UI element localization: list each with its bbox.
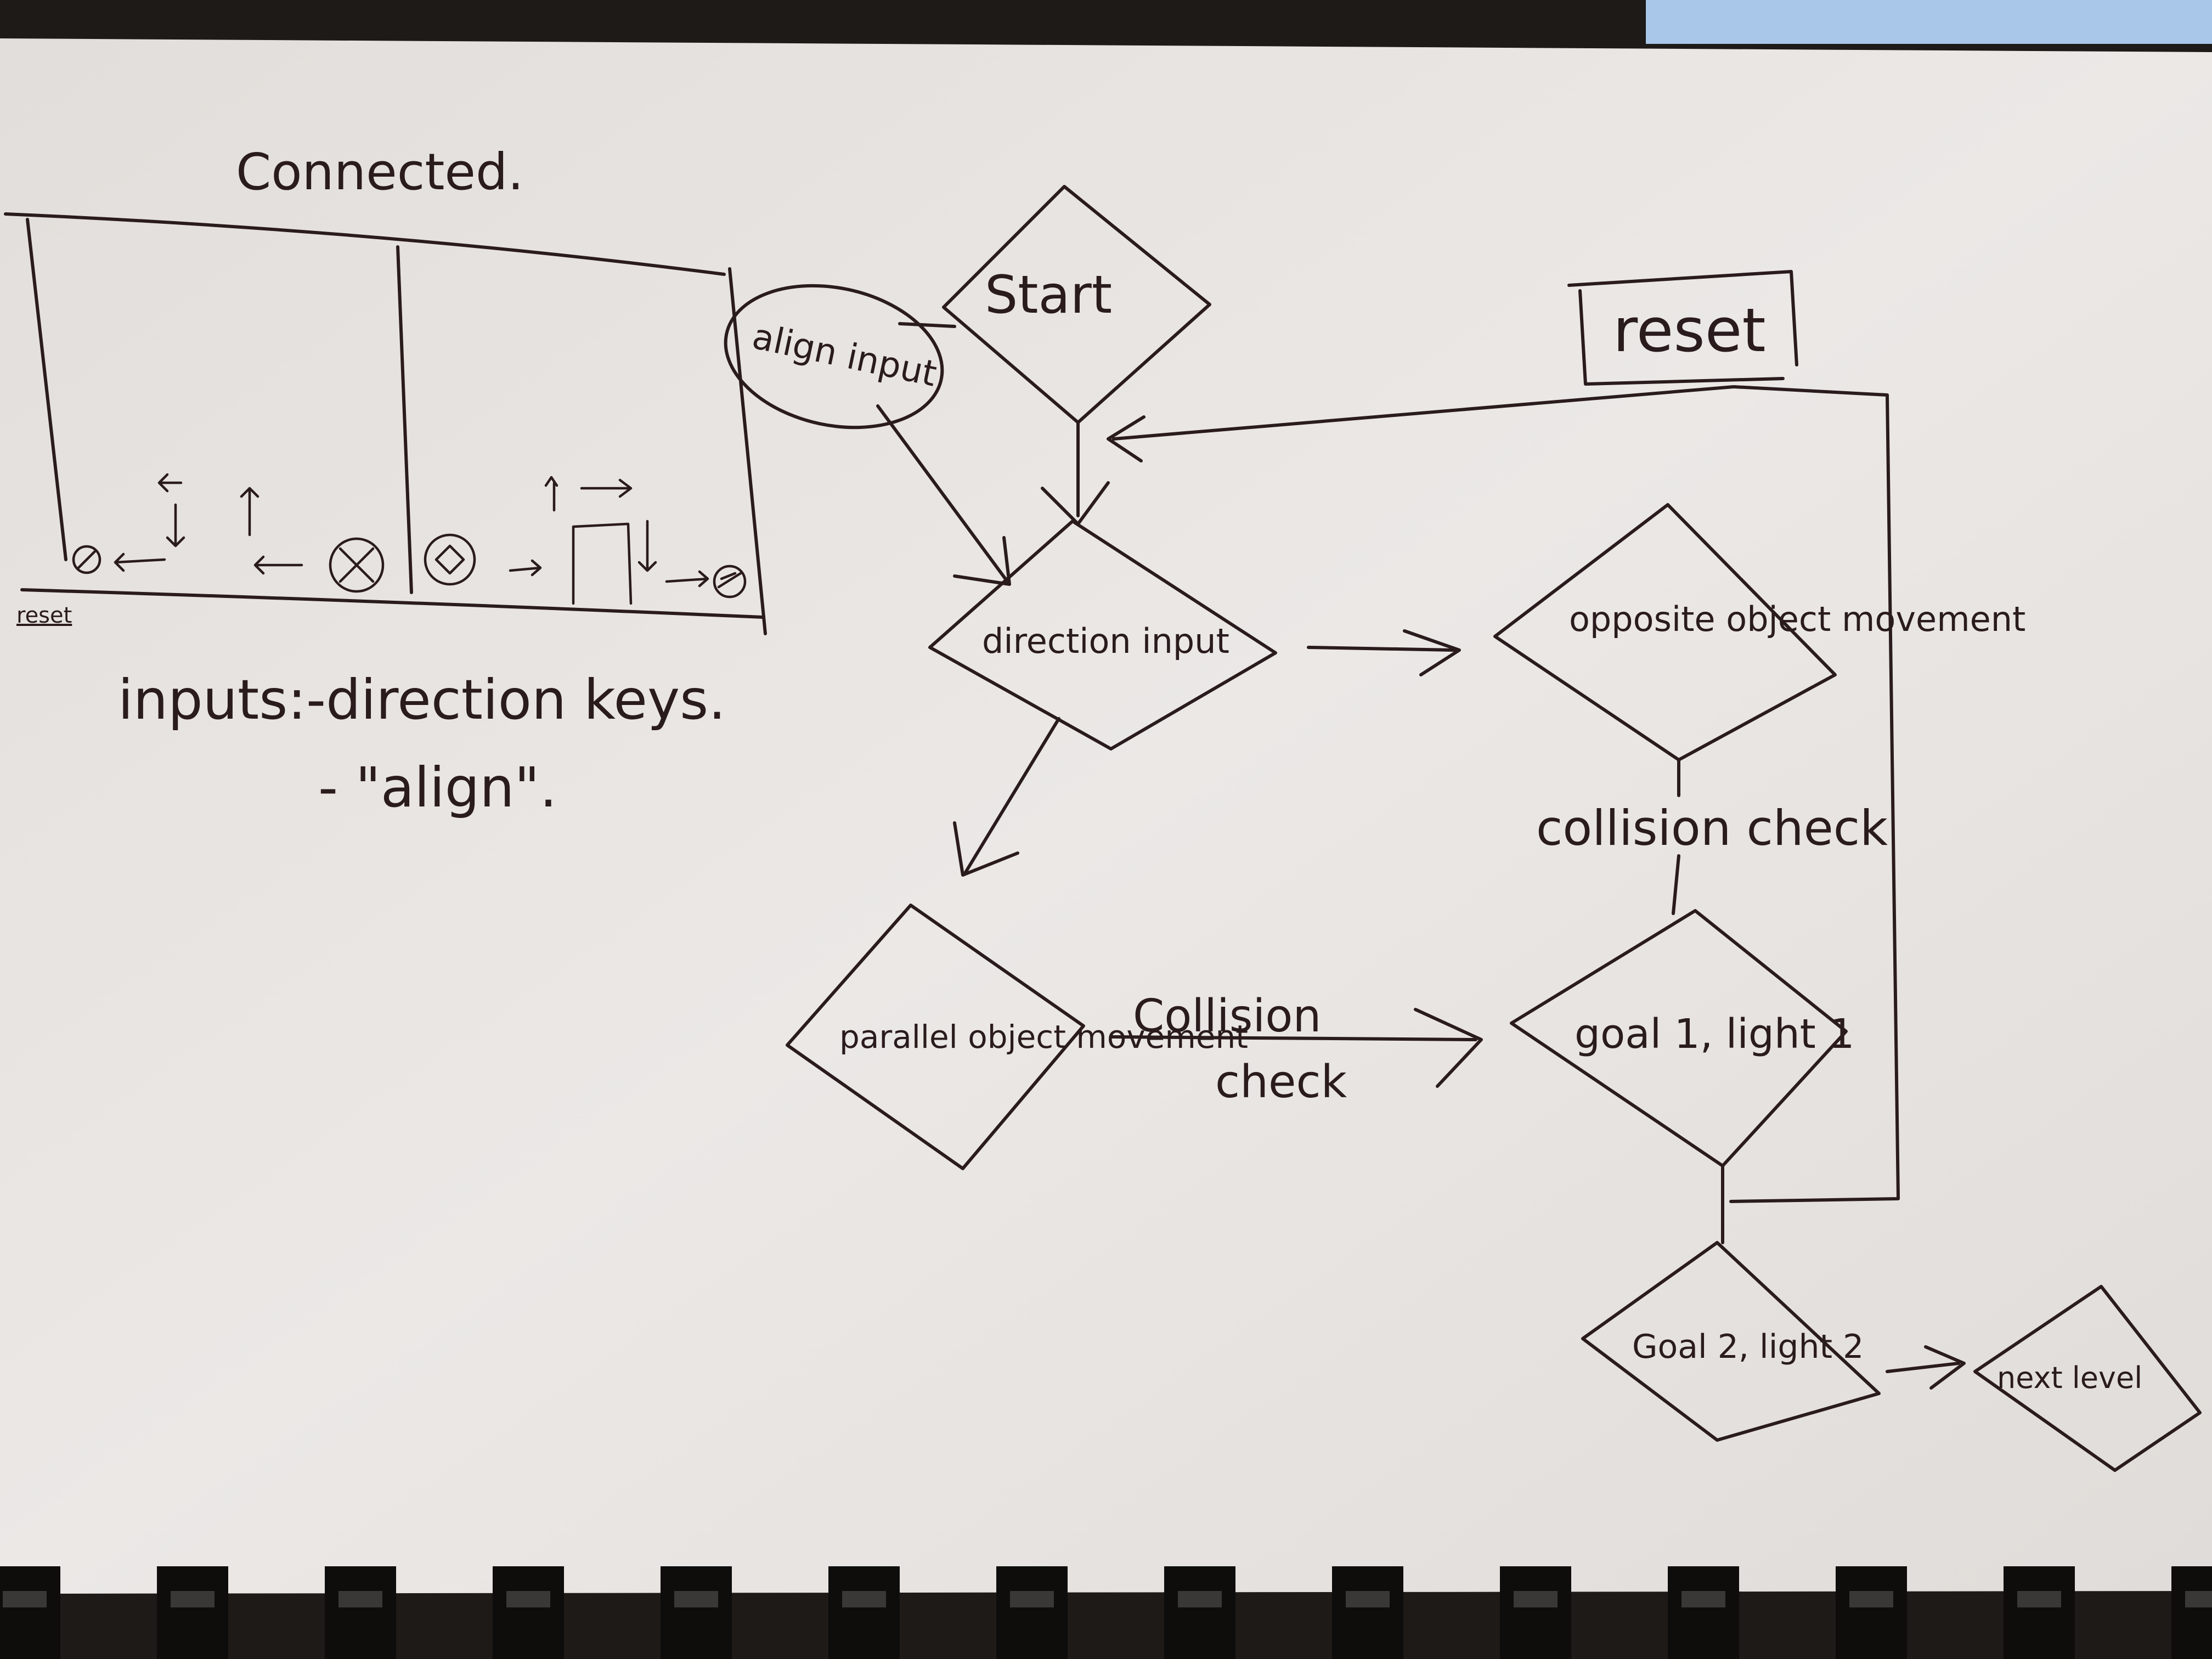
spiral-hole bbox=[1681, 1591, 1725, 1607]
flowchart bbox=[724, 185, 2202, 1472]
edge-align-to-direction bbox=[876, 404, 1011, 586]
spiral-ring bbox=[1164, 1566, 1235, 1659]
spiral-ring bbox=[2171, 1566, 2212, 1659]
spiral-hole bbox=[2185, 1591, 2212, 1607]
parallel-movement-label: parallel object movement bbox=[839, 1018, 1248, 1056]
edge-opposite-to-goal1 bbox=[1672, 758, 1680, 915]
edge-direction-to-parallel bbox=[953, 717, 1060, 877]
spiral-ring bbox=[661, 1566, 732, 1659]
spiral-hole bbox=[674, 1591, 718, 1607]
collision-label-bottom: check bbox=[1215, 1056, 1347, 1108]
inputs-note-line1: inputs:-direction keys. bbox=[118, 668, 726, 732]
page-title: Connected. bbox=[236, 143, 524, 201]
goal2-node bbox=[1581, 1241, 1881, 1442]
edge-direction-to-opposite bbox=[1307, 629, 1461, 676]
spiral-hole bbox=[1514, 1591, 1558, 1607]
spiral-hole bbox=[171, 1591, 215, 1607]
collision-label-top: Collision bbox=[1133, 990, 1321, 1042]
spiral-ring bbox=[1332, 1566, 1403, 1659]
spiral-hole bbox=[1178, 1591, 1222, 1607]
spiral-ring bbox=[493, 1566, 564, 1659]
spiral-ring bbox=[157, 1566, 228, 1659]
start-label: Start bbox=[985, 265, 1112, 325]
level-sketch bbox=[4, 212, 767, 635]
paper-sheet bbox=[0, 38, 2212, 1594]
spiral-ring bbox=[996, 1566, 1068, 1659]
sketch-reset-label: reset bbox=[16, 603, 72, 628]
opposite-movement-label: opposite object movement bbox=[1569, 599, 2025, 639]
edge-goal2-to-next bbox=[1886, 1345, 1966, 1390]
spiral-hole bbox=[1346, 1591, 1390, 1607]
goal1-label: goal 1, light 1 bbox=[1575, 1011, 1854, 1058]
collision-check-right-label: collision check bbox=[1536, 800, 1888, 856]
reset-box bbox=[1567, 270, 1798, 386]
monitor-glow bbox=[1646, 0, 2212, 44]
parallel-movement-node bbox=[786, 904, 1085, 1170]
next-level-node bbox=[1973, 1285, 2202, 1472]
reset-label: reset bbox=[1613, 295, 1766, 365]
inputs-note-line2: - "align". bbox=[318, 755, 557, 820]
spiral-hole bbox=[506, 1591, 550, 1607]
spiral-hole bbox=[338, 1591, 382, 1607]
spiral-ring bbox=[2004, 1566, 2075, 1659]
spiral-ring bbox=[1836, 1566, 1907, 1659]
next-level-label: next level bbox=[1997, 1361, 2142, 1395]
align-input-node bbox=[724, 284, 944, 430]
edge-goal1-reset-loop bbox=[1107, 385, 1900, 1203]
spiral-ring bbox=[325, 1566, 396, 1659]
spiral-ring bbox=[0, 1566, 60, 1659]
spiral-binding bbox=[0, 1566, 2212, 1659]
direction-input-node bbox=[928, 520, 1277, 751]
spiral-ring bbox=[1500, 1566, 1571, 1659]
goal2-label: Goal 2, light 2 bbox=[1632, 1328, 1864, 1366]
direction-input-label: direction input bbox=[982, 621, 1229, 661]
spiral-hole bbox=[1010, 1591, 1054, 1607]
edge-parallel-to-goal1 bbox=[1109, 1008, 1483, 1088]
spiral-hole bbox=[2017, 1591, 2061, 1607]
spiral-hole bbox=[842, 1591, 886, 1607]
spiral-ring bbox=[1668, 1566, 1739, 1659]
spiral-ring bbox=[828, 1566, 900, 1659]
edge-start-to-direction bbox=[1041, 421, 1110, 526]
spiral-hole bbox=[1849, 1591, 1893, 1607]
spiral-hole bbox=[3, 1591, 47, 1607]
